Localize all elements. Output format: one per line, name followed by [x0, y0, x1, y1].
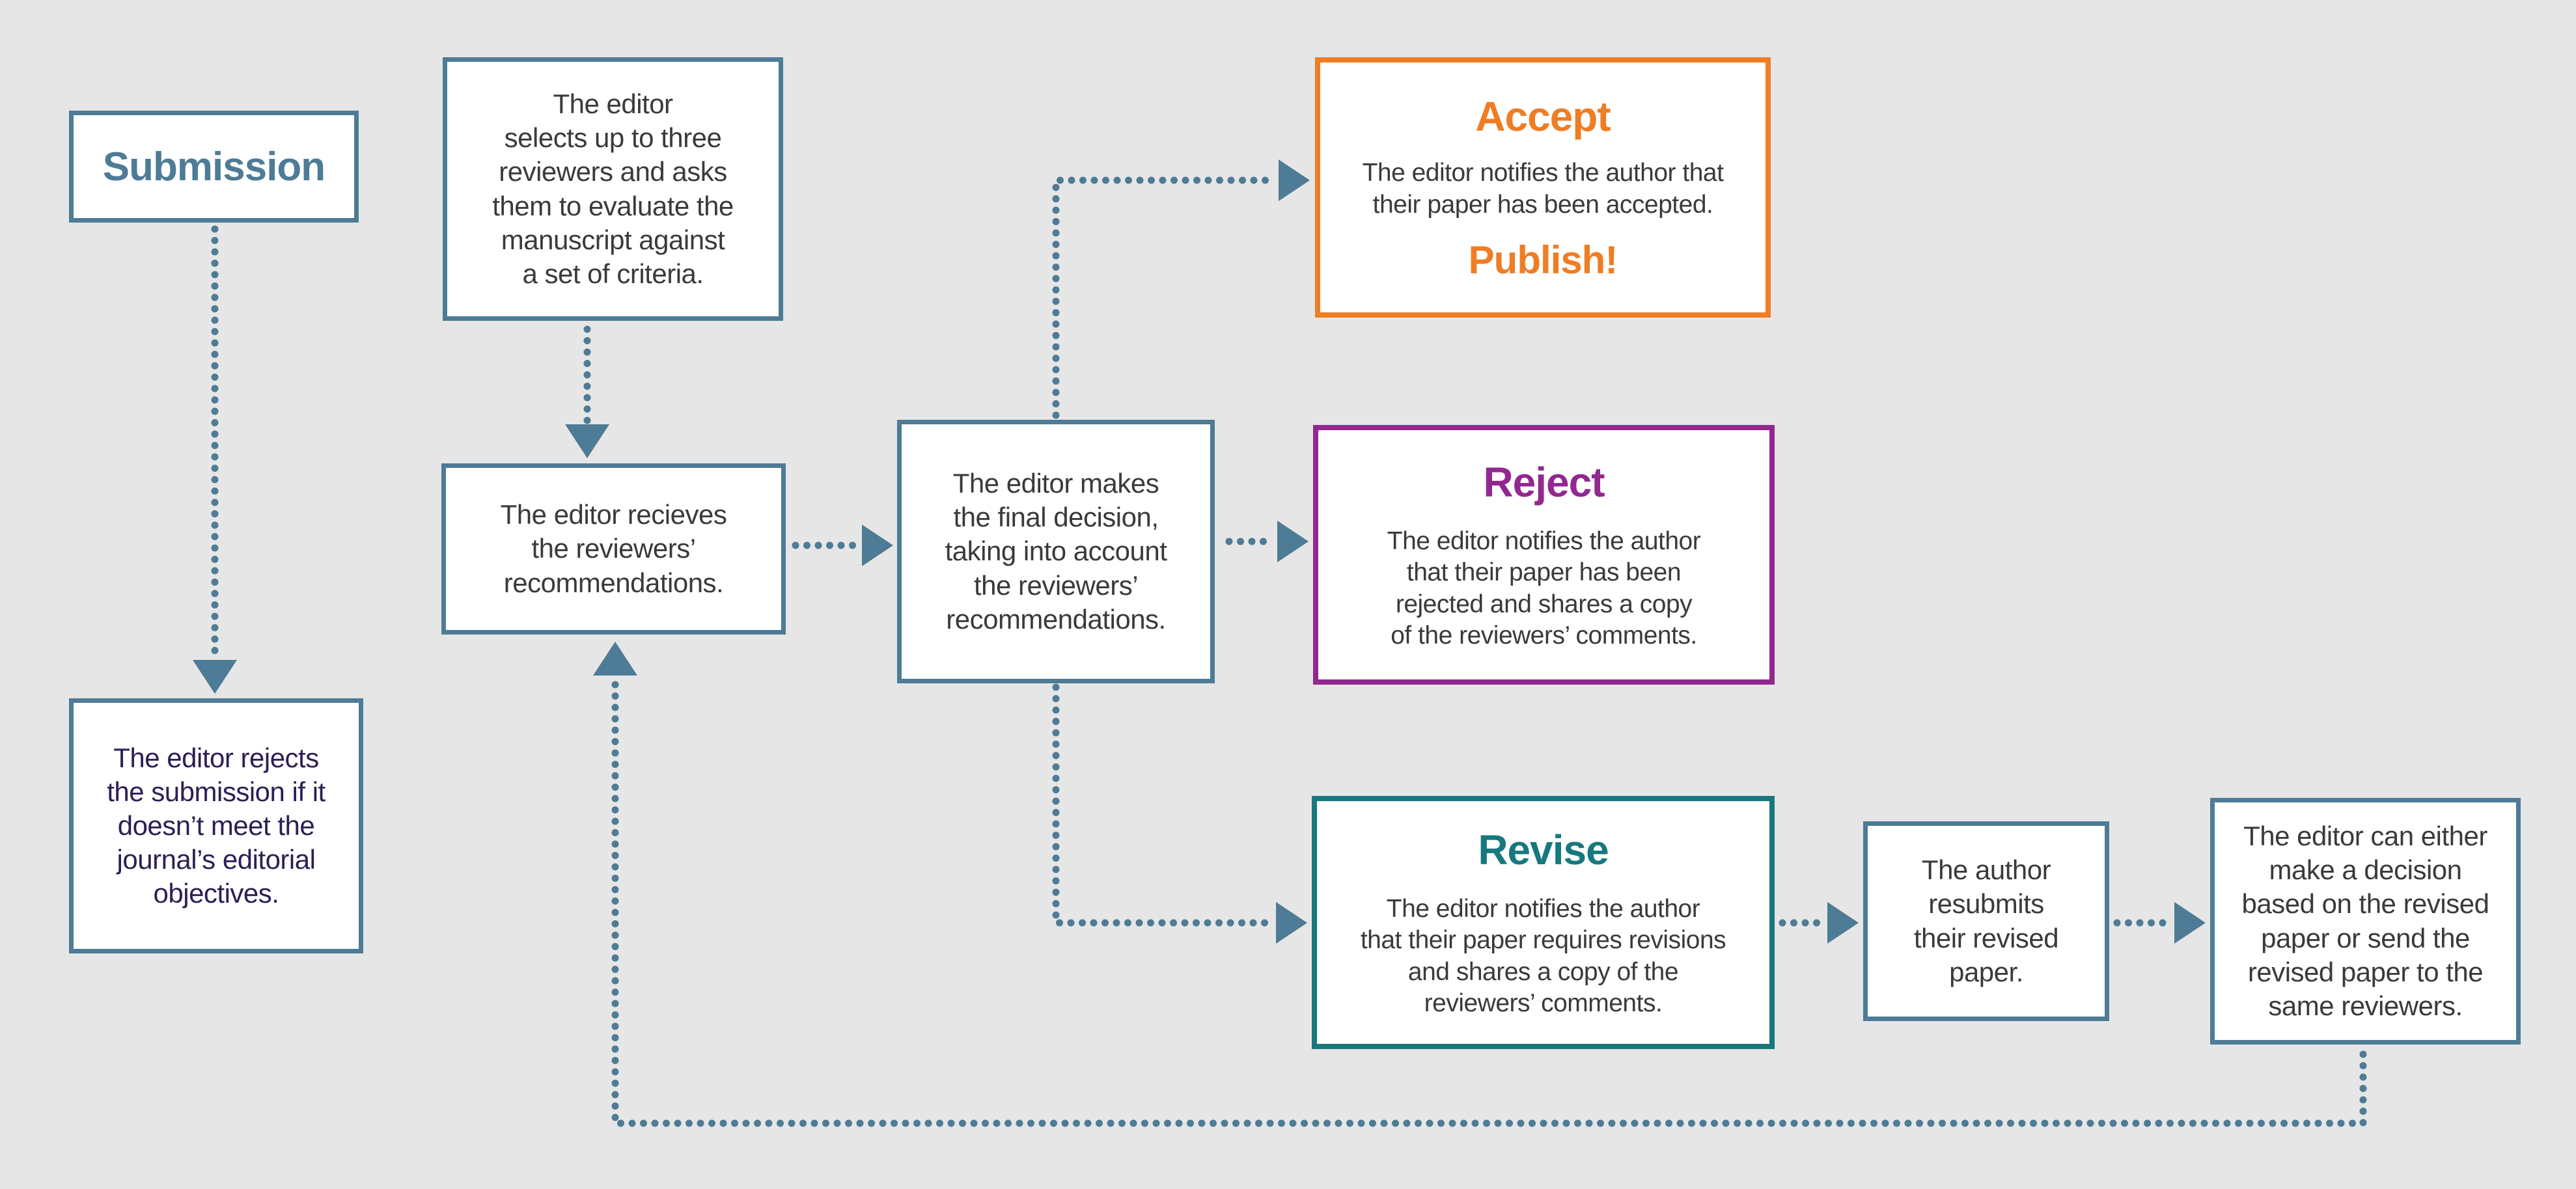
arrow-revised-decision-loop-to-receive-recommendations — [593, 642, 2367, 1127]
desk-reject-text: The editor rejects the submission if it … — [107, 742, 325, 909]
select-reviewers-text: The editor selects up to three reviewers… — [492, 89, 734, 289]
arrow-final-decision-to-reject — [1225, 521, 1309, 562]
node-revised-decision: The editor can either make a decision ba… — [2210, 798, 2521, 1045]
revise-text: The editor notifies the author that thei… — [1360, 894, 1726, 1017]
arrow-revise-to-resubmit — [1779, 902, 1859, 944]
reject-text: The editor notifies the author that thei… — [1387, 526, 1701, 649]
reject-title: Reject — [1483, 458, 1605, 506]
arrow-final-decision-to-accept — [1052, 159, 1310, 419]
node-desk-reject: The editor rejects the submission if it … — [69, 698, 363, 953]
final-decision-text: The editor makes the final decision, tak… — [945, 468, 1167, 635]
arrow-resubmit-to-revised-decision — [2113, 902, 2206, 944]
arrow-select-reviewers-to-receive-recommendations — [565, 325, 609, 458]
receive-recommendations-text: The editor recieves the reviewers’ recom… — [500, 499, 727, 598]
publish-label: Publish! — [1468, 238, 1618, 282]
node-select-reviewers: The editor selects up to three reviewers… — [443, 57, 783, 321]
node-final-decision: The editor makes the final decision, tak… — [897, 420, 1215, 683]
revise-title: Revise — [1478, 826, 1609, 873]
node-receive-recommendations: The editor recieves the reviewers’ recom… — [441, 463, 786, 635]
node-resubmit: The author resubmits their revised paper… — [1863, 821, 2109, 1021]
node-revise: Revise The editor notifies the author th… — [1312, 796, 1775, 1049]
resubmit-text: The author resubmits their revised paper… — [1913, 854, 2059, 987]
arrow-receive-recommendations-to-final-decision — [792, 525, 893, 566]
accept-title: Accept — [1475, 93, 1611, 141]
submission-title: Submission — [102, 144, 325, 189]
arrow-submission-to-desk-reject — [193, 225, 237, 694]
arrow-final-decision-to-revise — [1052, 683, 1307, 944]
node-accept: Accept The editor notifies the author th… — [1315, 57, 1771, 318]
node-reject: Reject The editor notifies the author th… — [1313, 425, 1775, 685]
revised-decision-text: The editor can either make a decision ba… — [2241, 821, 2489, 1021]
node-submission: Submission — [69, 111, 359, 223]
accept-text: The editor notifies the author that thei… — [1362, 159, 1724, 219]
